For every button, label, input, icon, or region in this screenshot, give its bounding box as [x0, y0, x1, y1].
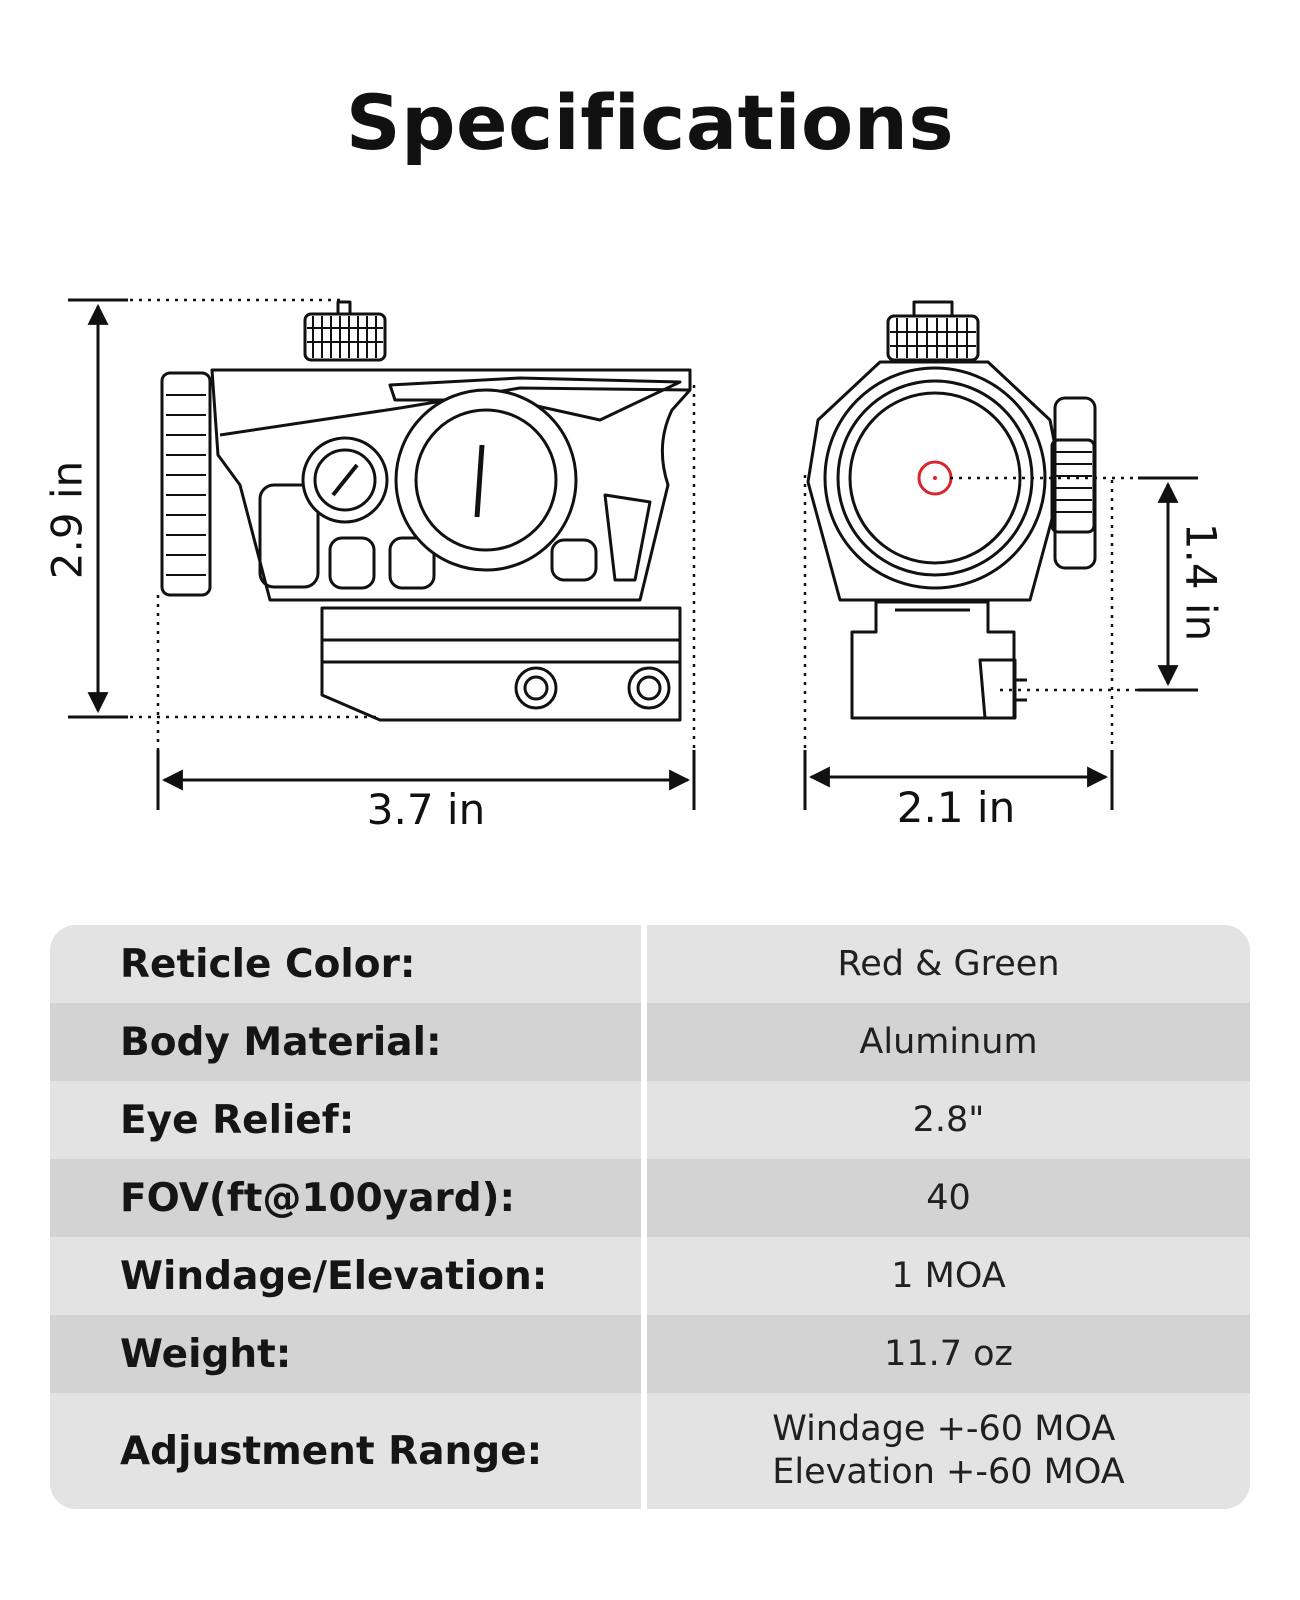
- width-label: 2.1 in: [897, 783, 1015, 832]
- spec-label: Body Material:: [50, 1003, 647, 1081]
- height-label: 2.9 in: [43, 461, 92, 579]
- spec-label: Adjustment Range:: [50, 1393, 647, 1509]
- spec-value: 1 MOA: [891, 1256, 1006, 1296]
- spec-value: 40: [926, 1178, 971, 1218]
- spec-label: Eye Relief:: [50, 1081, 647, 1159]
- spec-value: 2.8": [912, 1100, 985, 1140]
- spec-label: Weight:: [50, 1315, 647, 1393]
- spec-value: Aluminum: [859, 1022, 1038, 1062]
- spec-value: 11.7 oz: [884, 1334, 1013, 1374]
- length-label: 3.7 in: [367, 785, 485, 834]
- spec-value-line: Elevation +-60 MOA: [772, 1452, 1125, 1492]
- table-row: Windage/Elevation: 1 MOA: [50, 1237, 1250, 1315]
- spec-value-line: Windage +-60 MOA: [772, 1409, 1116, 1450]
- dimension-diagram: 2.9 in 3.7 in 2.1 in 1.4 in: [43, 298, 1226, 834]
- spec-value: Red & Green: [837, 944, 1060, 984]
- table-row: Weight: 11.7 oz: [50, 1315, 1250, 1393]
- table-row: Eye Relief: 2.8": [50, 1081, 1250, 1159]
- page-title: Specifications: [345, 78, 955, 167]
- specs-table: Reticle Color: Red & Green Body Material…: [50, 925, 1250, 1509]
- spec-value: Windage +-60 MOA Elevation +-60 MOA: [647, 1393, 1250, 1509]
- spec-label: FOV(ft@100yard):: [50, 1159, 647, 1237]
- spec-label: Windage/Elevation:: [50, 1237, 647, 1315]
- table-row: Reticle Color: Red & Green: [50, 925, 1250, 1003]
- side-view-drawing: [160, 300, 692, 722]
- table-row: Adjustment Range: Windage +-60 MOA Eleva…: [50, 1393, 1250, 1509]
- mount-height-label: 1.4 in: [1177, 523, 1226, 641]
- table-row: FOV(ft@100yard): 40: [50, 1159, 1250, 1237]
- front-view-drawing: [806, 300, 1097, 720]
- spec-label: Reticle Color:: [50, 925, 647, 1003]
- table-row: Body Material: Aluminum: [50, 1003, 1250, 1081]
